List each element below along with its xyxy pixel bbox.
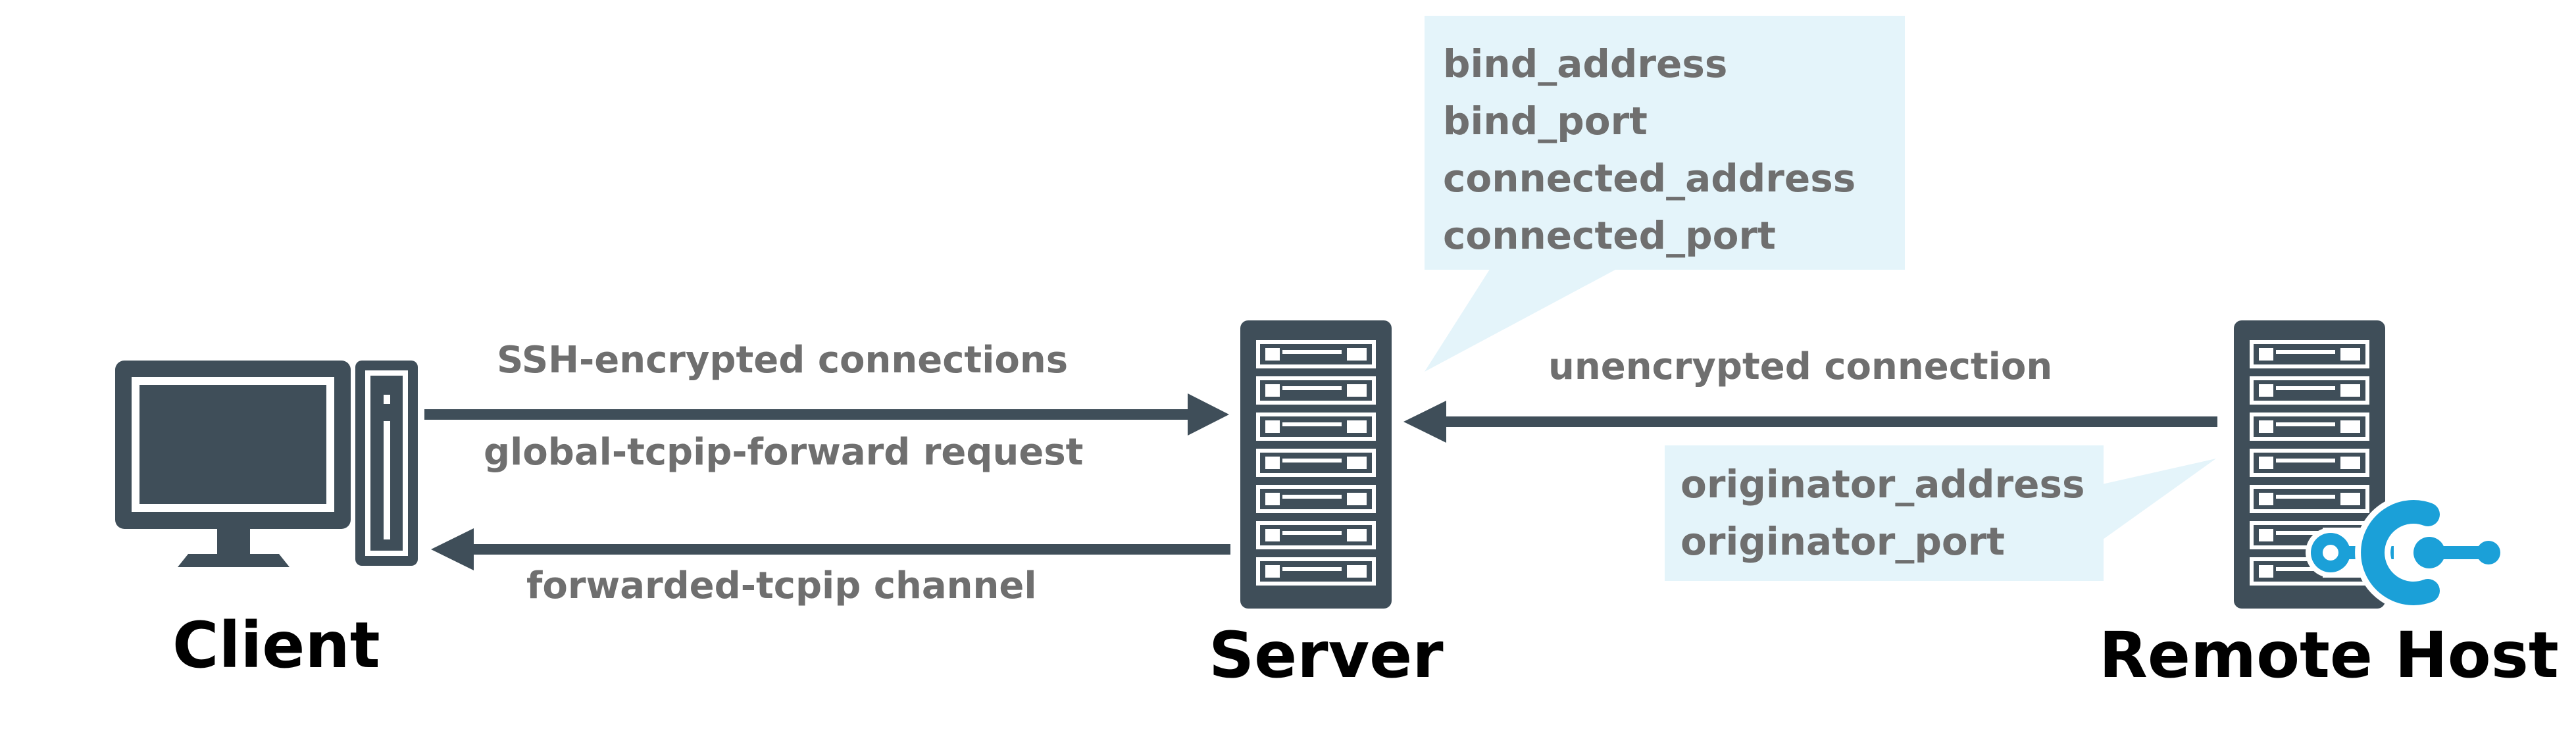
forwarded-channel-arrow xyxy=(431,528,1230,570)
server-label: Server xyxy=(1209,618,1444,692)
forward-request-label: global-tcpip-forward request xyxy=(484,431,1084,474)
field-originator-port: originator_port xyxy=(1680,519,2006,564)
server-rack-icon xyxy=(1240,320,1392,609)
originator-callout-tail xyxy=(2076,459,2216,549)
ssh-connection-label: SSH-encrypted connections xyxy=(497,339,1069,382)
server-callout-tail xyxy=(1425,263,1615,372)
ssh-arrow xyxy=(424,393,1229,436)
originator-fields-callout: originator_address originator_port xyxy=(1665,445,2104,581)
desktop-computer-icon xyxy=(115,361,418,567)
field-bind-port: bind_port xyxy=(1443,99,1648,143)
forwarded-channel-label: forwarded-tcpip channel xyxy=(526,564,1037,607)
field-connected-port: connected_port xyxy=(1443,213,1776,258)
remote-host-label: Remote Host xyxy=(2099,618,2559,692)
unencrypted-connection-label: unencrypted connection xyxy=(1548,345,2053,388)
unencrypted-arrow xyxy=(1403,401,2217,443)
field-connected-address: connected_address xyxy=(1443,156,1856,201)
server-fields-callout: bind_address bind_port connected_address… xyxy=(1425,16,1905,270)
field-originator-address: originator_address xyxy=(1680,462,2085,507)
client-label: Client xyxy=(172,609,380,682)
field-bind-address: bind_address xyxy=(1443,41,1728,86)
connection-plug-icon xyxy=(2306,494,2500,611)
